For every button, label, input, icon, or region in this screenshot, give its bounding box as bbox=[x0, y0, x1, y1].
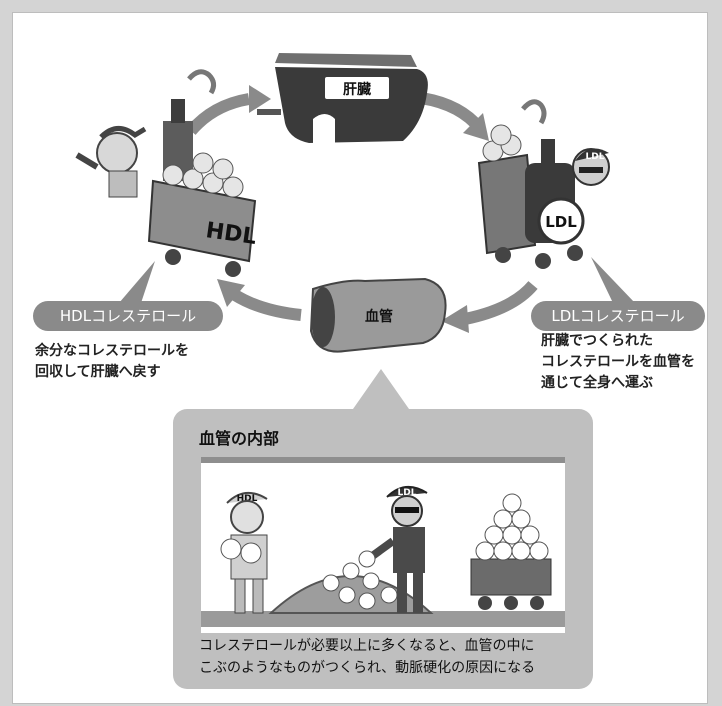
hdl-worker-icon: HDL bbox=[220, 492, 268, 614]
ldl-callout-tail bbox=[591, 257, 635, 303]
hdl-description: 余分なコレステロールを 回収して肝臓へ戻す bbox=[35, 343, 189, 380]
ldl-title-badge: LDLコレステロール bbox=[531, 301, 705, 331]
cycle-illustration: 肝臓 HDL bbox=[75, 53, 635, 409]
hdl-worker-cap-label: HDL bbox=[237, 494, 258, 504]
vessel-inside-title: 血管の内部 bbox=[199, 429, 280, 448]
ldl-train-icon: LDL LDL bbox=[477, 99, 610, 269]
arrow-vessel-to-hdl bbox=[217, 279, 302, 321]
vessel-label: 血管 bbox=[365, 308, 393, 325]
vessel-inside-panel: 血管の内部 HDL bbox=[173, 409, 593, 689]
hdl-train-icon: HDL bbox=[75, 69, 258, 277]
ldl-train-label: LDL bbox=[545, 213, 577, 231]
vessel-icon: 血管 bbox=[309, 277, 447, 353]
liver-icon: 肝臓 bbox=[257, 53, 428, 143]
arrow-ldl-to-vessel bbox=[441, 280, 538, 333]
ldl-worker-cap-label: LDL bbox=[398, 488, 417, 498]
vessel-inside-illustration: HDL LDL bbox=[201, 486, 565, 627]
liver-label: 肝臓 bbox=[343, 81, 371, 98]
ldl-description: 肝臓でつくられた コレステロールを血管を 通じて全身へ運ぶ bbox=[541, 333, 695, 391]
cholesterol-cart-icon bbox=[470, 493, 552, 610]
vessel-inside-scene: HDL LDL bbox=[201, 457, 565, 633]
ldl-worker-icon: LDL bbox=[358, 486, 428, 613]
arrow-hdl-to-liver bbox=[186, 85, 271, 136]
inside-callout-tail bbox=[353, 369, 409, 409]
hdl-callout-tail bbox=[119, 261, 155, 303]
vessel-inside-caption: コレステロールが必要以上に多くなると、血管の中に こぶのようなものがつくられ、動… bbox=[199, 638, 536, 676]
hdl-title-badge: HDLコレステロール bbox=[33, 301, 223, 331]
diagram-frame: 肝臓 HDL bbox=[12, 12, 708, 704]
ldl-driver-cap-label: LDL bbox=[586, 152, 605, 162]
